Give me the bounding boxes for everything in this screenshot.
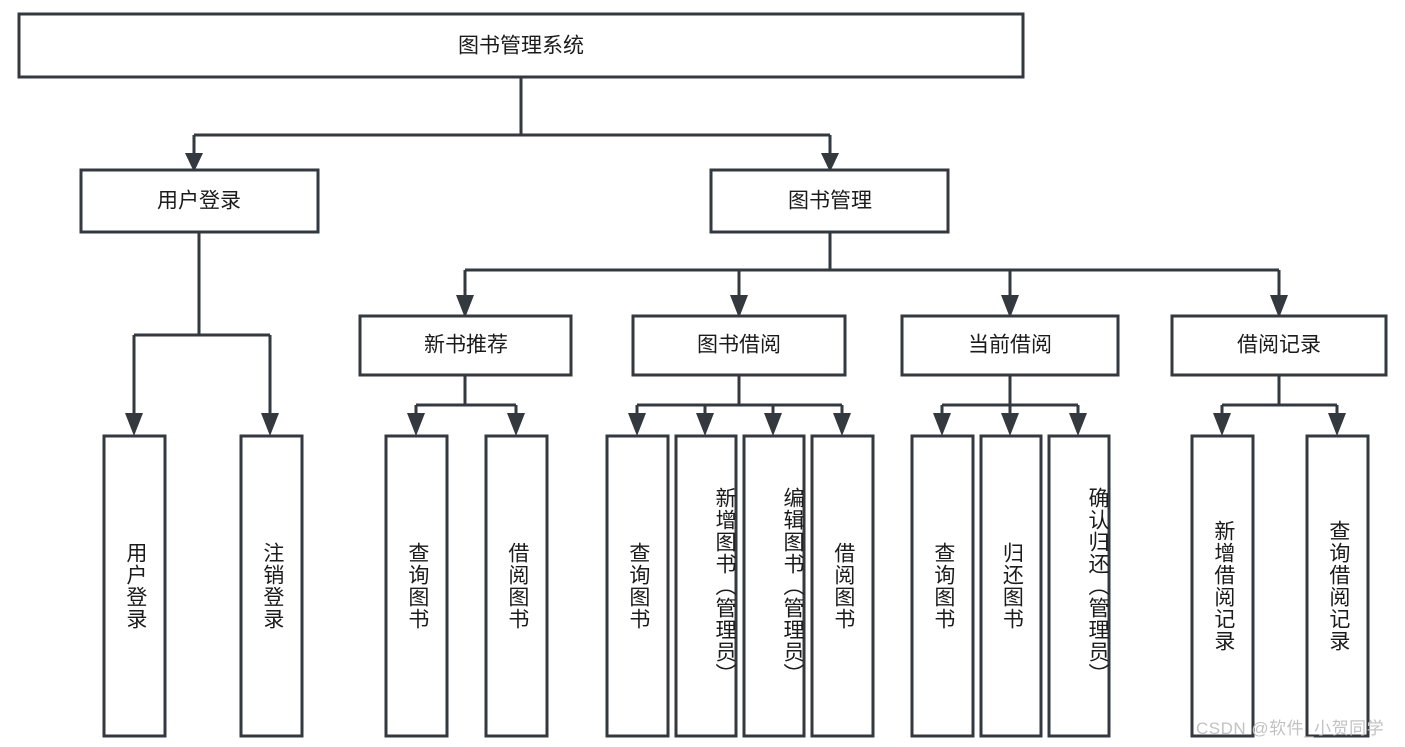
node-leaf-borrow-query-book-box[interactable] — [605, 434, 670, 738]
node-user-login[interactable]: 用户登录 — [79, 168, 320, 234]
node-current-borrow-box[interactable] — [900, 314, 1120, 377]
node-root-box[interactable] — [17, 12, 1025, 79]
arrow-to-leaf-rec-query-book — [407, 413, 425, 436]
arrow-to-leaf-borrow-add-book — [696, 413, 714, 436]
node-leaf-cur-query-book-box[interactable] — [910, 434, 975, 738]
node-leaf-borrow-borrow-book-box[interactable] — [810, 434, 875, 738]
node-book-borrow[interactable]: 图书借阅 — [631, 314, 847, 377]
node-current-borrow[interactable]: 当前借阅 — [900, 314, 1120, 377]
node-leaf-rec-borrow-book-box[interactable] — [484, 434, 549, 738]
node-new-book-rec[interactable]: 新书推荐 — [358, 314, 573, 377]
node-leaf-borrow-add-book-box[interactable] — [674, 434, 738, 738]
arrow-root-to-user-login — [185, 153, 203, 172]
node-user-login-label: 用户登录 — [157, 190, 241, 213]
node-leaf-rec-add-record-box[interactable] — [1190, 434, 1255, 738]
node-book-borrow-label: 图书借阅 — [697, 334, 781, 357]
arrow-to-new-book-rec — [456, 295, 474, 318]
node-book-mgmt-box[interactable] — [709, 168, 950, 234]
arrow-to-current-borrow — [1001, 295, 1019, 318]
node-borrow-record-label: 借阅记录 — [1237, 334, 1321, 357]
node-book-borrow-box[interactable] — [631, 314, 847, 377]
node-leaf-rec-query-record-box[interactable] — [1305, 434, 1370, 738]
arrow-to-leaf-borrow-borrow-book — [833, 413, 851, 436]
node-new-book-rec-box[interactable] — [358, 314, 573, 377]
node-leaf-borrow-edit-book-box[interactable] — [742, 434, 806, 738]
arrow-to-leaf-rec-query-record — [1328, 413, 1346, 436]
arrow-to-leaf-rec-borrow-book — [507, 413, 525, 436]
node-book-mgmt-label: 图书管理 — [788, 190, 872, 213]
node-root[interactable]: 图书管理系统 — [17, 12, 1025, 79]
node-leaf-user-login-box[interactable] — [102, 434, 167, 738]
node-leaf-rec-query-book-box[interactable] — [384, 434, 449, 738]
node-leaf-user-logout-box[interactable] — [239, 434, 304, 738]
node-book-mgmt[interactable]: 图书管理 — [709, 168, 950, 234]
node-user-login-box[interactable] — [79, 168, 320, 234]
arrow-to-leaf-user-login — [125, 413, 143, 436]
arrow-to-leaf-cur-query-book — [933, 413, 951, 436]
node-current-borrow-label: 当前借阅 — [968, 334, 1052, 357]
arrow-to-borrow-record — [1270, 295, 1288, 318]
node-root-label: 图书管理系统 — [458, 35, 584, 58]
arrow-to-leaf-rec-add-record — [1213, 413, 1231, 436]
arrow-to-book-borrow — [730, 295, 748, 318]
arrow-root-to-book-mgmt — [821, 153, 839, 172]
connector-layer — [125, 77, 1346, 436]
arrow-to-leaf-borrow-edit-book — [764, 413, 782, 436]
csdn-watermark: CSDN @软件_小贺同学 — [1196, 719, 1385, 738]
node-borrow-record-box[interactable] — [1170, 314, 1388, 377]
node-leaf-cur-confirm-return-box[interactable] — [1047, 434, 1111, 738]
arrow-to-leaf-cur-return-book — [1001, 413, 1019, 436]
arrow-to-leaf-borrow-query-book — [628, 413, 646, 436]
arrow-to-leaf-user-logout — [261, 413, 279, 436]
node-borrow-record[interactable]: 借阅记录 — [1170, 314, 1388, 377]
node-new-book-rec-label: 新书推荐 — [424, 334, 508, 357]
arrow-to-leaf-cur-confirm-return — [1069, 413, 1087, 436]
node-leaf-cur-return-book-box[interactable] — [979, 434, 1043, 738]
